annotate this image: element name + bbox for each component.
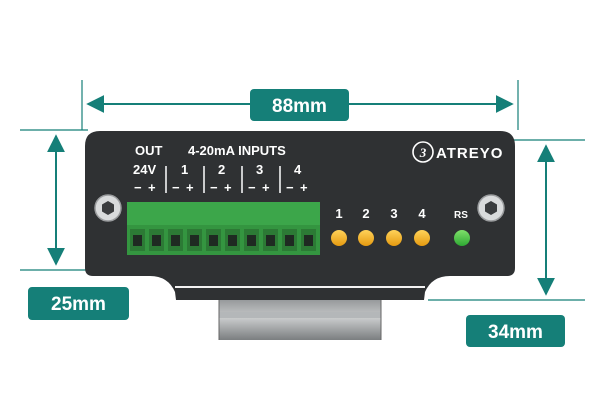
terminal-slot-opening <box>266 235 275 246</box>
terminal-slots <box>130 229 316 251</box>
left-height-label: 25mm <box>51 294 106 315</box>
terminal-slot-opening <box>304 235 313 246</box>
terminal-sign: + <box>300 180 308 195</box>
channel-number-4: 4 <box>294 162 302 177</box>
channel-number-2: 2 <box>218 162 225 177</box>
atreyo-logo-icon: 3 <box>412 141 434 163</box>
inputs-label: 4-20mA INPUTS <box>188 143 286 158</box>
terminal-slot-opening <box>209 235 218 246</box>
led-label-1: 1 <box>335 206 342 221</box>
channel-number-1: 1 <box>181 162 188 177</box>
hex-screw-icon <box>94 194 122 222</box>
terminal-sign: − <box>286 180 294 195</box>
led-label-3: 3 <box>390 206 397 221</box>
right-height-dimension: 34mm <box>466 144 565 347</box>
terminal-slot-opening <box>247 235 256 246</box>
terminal-slot-opening <box>190 235 199 246</box>
terminal-slot-opening <box>171 235 180 246</box>
terminal-slot-opening <box>285 235 294 246</box>
right-height-label: 34mm <box>488 322 543 343</box>
led-indicator-4 <box>414 230 430 246</box>
left-height-dimension: 25mm <box>28 134 129 320</box>
terminal-sign: − <box>134 180 142 195</box>
reset-label: RS <box>454 210 468 221</box>
led-indicator-2 <box>358 230 374 246</box>
voltage-label: 24V <box>133 162 156 177</box>
terminal-signs: − + − + − + − + − + <box>134 166 308 195</box>
width-dimension: 88mm <box>86 89 514 121</box>
brand-name: ATREYO <box>436 145 503 162</box>
terminal-sign: − <box>210 180 218 195</box>
led-label-2: 2 <box>362 206 369 221</box>
svg-text:3: 3 <box>419 145 427 160</box>
led-indicator-1 <box>331 230 347 246</box>
terminal-sign: − <box>172 180 180 195</box>
width-label: 88mm <box>272 96 327 117</box>
terminal-slot-opening <box>152 235 161 246</box>
hex-screw-icon <box>477 194 505 222</box>
terminal-slot-opening <box>228 235 237 246</box>
terminal-sign: + <box>148 180 156 195</box>
din-rail-clip <box>218 296 382 340</box>
led-indicator-3 <box>386 230 402 246</box>
terminal-sign: + <box>224 180 232 195</box>
terminal-sign: + <box>262 180 270 195</box>
terminal-slot-opening <box>133 235 142 246</box>
terminal-sign: + <box>186 180 194 195</box>
out-label: OUT <box>135 143 163 158</box>
terminal-block <box>127 202 320 255</box>
channel-number-3: 3 <box>256 162 263 177</box>
reset-indicator[interactable] <box>454 230 470 246</box>
terminal-sign: − <box>248 180 256 195</box>
led-label-4: 4 <box>418 206 426 221</box>
